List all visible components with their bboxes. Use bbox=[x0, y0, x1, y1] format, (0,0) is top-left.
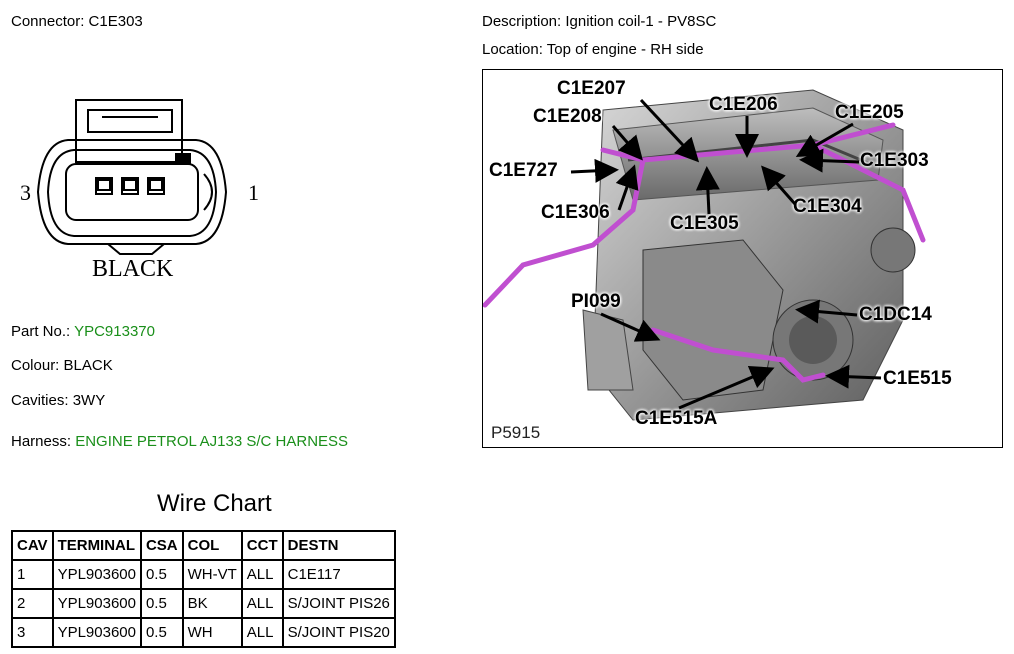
description-label: Description: bbox=[482, 13, 562, 30]
connector-value: C1E303 bbox=[88, 13, 143, 30]
part-no-line: Part No.: YPC913370 bbox=[11, 323, 155, 340]
cell-cav: 3 bbox=[11, 617, 54, 648]
table-row: 1 YPL903600 0.5 WH-VT ALL C1E117 bbox=[11, 559, 396, 590]
table-row: 3 YPL903600 0.5 WH ALL S/JOINT PIS20 bbox=[11, 617, 396, 648]
cell-cav: 2 bbox=[11, 588, 54, 619]
harness-link[interactable]: ENGINE PETROL AJ133 S/C HARNESS bbox=[75, 433, 349, 450]
connector-face-diagram: 3 1 BLACK bbox=[8, 92, 268, 292]
header-destn: DESTN bbox=[281, 530, 396, 561]
callout-c1e208: C1E208 bbox=[533, 106, 602, 127]
colour-label: Colour: bbox=[11, 357, 60, 374]
location-label: Location: bbox=[482, 41, 543, 58]
table-row: 2 YPL903600 0.5 BK ALL S/JOINT PIS26 bbox=[11, 588, 396, 619]
pin-left-number: 3 bbox=[20, 180, 31, 205]
connector-label: Connector: bbox=[11, 13, 85, 30]
cell-col: WH-VT bbox=[181, 559, 243, 590]
cell-col: WH bbox=[181, 617, 243, 648]
callout-arrows bbox=[570, 98, 882, 410]
cell-csa: 0.5 bbox=[139, 617, 184, 648]
callout-c1e205: C1E205 bbox=[835, 102, 904, 123]
header-terminal: TERMINAL bbox=[51, 530, 142, 561]
callout-c1e305: C1E305 bbox=[670, 213, 739, 234]
callout-c1e515a: C1E515A bbox=[635, 408, 718, 429]
connector-colour-label: BLACK bbox=[92, 256, 174, 282]
colour-value: BLACK bbox=[63, 357, 113, 374]
photo-reference-code: P5915 bbox=[491, 423, 541, 442]
callout-c1e306: C1E306 bbox=[541, 202, 610, 223]
cell-destn: S/JOINT PIS26 bbox=[281, 588, 396, 619]
callout-c1e304: C1E304 bbox=[793, 196, 862, 217]
callout-c1e515: C1E515 bbox=[883, 368, 952, 389]
callout-c1dc14: C1DC14 bbox=[859, 304, 932, 325]
pin-right-number: 1 bbox=[248, 180, 259, 205]
cell-csa: 0.5 bbox=[139, 559, 184, 590]
cell-cct: ALL bbox=[240, 559, 284, 590]
cell-cct: ALL bbox=[240, 617, 284, 648]
wire-chart-title: Wire Chart bbox=[157, 490, 272, 517]
part-no-link[interactable]: YPC913370 bbox=[74, 323, 155, 340]
cell-col: BK bbox=[181, 588, 243, 619]
callout-c1e303: C1E303 bbox=[860, 150, 929, 171]
cell-terminal: YPL903600 bbox=[51, 588, 142, 619]
table-header-row: CAV TERMINAL CSA COL CCT DESTN bbox=[11, 530, 396, 561]
harness-line: Harness: ENGINE PETROL AJ133 S/C HARNESS bbox=[11, 433, 348, 450]
callout-pi099: PI099 bbox=[571, 291, 621, 312]
cavities-value: 3WY bbox=[72, 392, 106, 409]
wire-chart-table: CAV TERMINAL CSA COL CCT DESTN 1 YPL9036… bbox=[11, 530, 396, 648]
engine-illustration bbox=[483, 89, 926, 421]
cell-destn: S/JOINT PIS20 bbox=[281, 617, 396, 648]
header-cav: CAV bbox=[11, 530, 54, 561]
cell-csa: 0.5 bbox=[139, 588, 184, 619]
description-value: Ignition coil-1 - PV8SC bbox=[565, 13, 717, 30]
part-no-label: Part No.: bbox=[11, 323, 71, 340]
callout-c1e207: C1E207 bbox=[557, 78, 626, 99]
location-value: Top of engine - RH side bbox=[546, 41, 704, 58]
header-col: COL bbox=[181, 530, 243, 561]
cell-cct: ALL bbox=[240, 588, 284, 619]
callout-c1e727: C1E727 bbox=[489, 160, 558, 181]
colour-line: Colour: BLACK bbox=[11, 357, 113, 374]
cell-terminal: YPL903600 bbox=[51, 559, 142, 590]
callout-c1e206: C1E206 bbox=[709, 94, 778, 115]
connector-line: Connector: C1E303 bbox=[11, 13, 143, 30]
cell-destn: C1E117 bbox=[281, 559, 396, 590]
cell-terminal: YPL903600 bbox=[51, 617, 142, 648]
header-cct: CCT bbox=[240, 530, 284, 561]
harness-label: Harness: bbox=[11, 433, 72, 450]
cavities-label: Cavities: bbox=[11, 392, 69, 409]
engine-location-photo: C1E207 C1E208 C1E206 C1E205 C1E303 C1E72… bbox=[482, 69, 1003, 448]
cavities-line: Cavities: 3WY bbox=[11, 392, 105, 409]
cell-cav: 1 bbox=[11, 559, 54, 590]
header-csa: CSA bbox=[139, 530, 184, 561]
description-line: Description: Ignition coil-1 - PV8SC bbox=[482, 13, 716, 30]
location-line: Location: Top of engine - RH side bbox=[482, 41, 704, 58]
